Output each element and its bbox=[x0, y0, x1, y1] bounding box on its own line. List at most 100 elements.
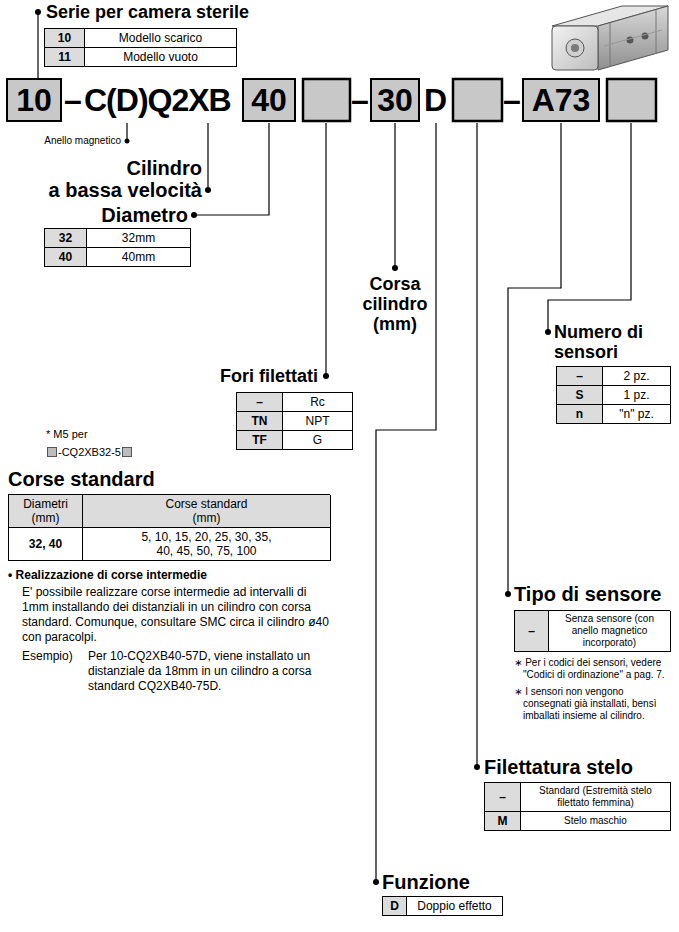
code-cell-text: 32, 40 bbox=[29, 537, 62, 551]
code-value: 30 bbox=[377, 82, 413, 118]
field-heading: Tipo di sensore bbox=[514, 583, 661, 605]
value-cell-text: 32mm bbox=[122, 231, 155, 245]
table-cell: 1 pz. bbox=[603, 386, 671, 405]
table-cell: Modello vuoto bbox=[85, 48, 237, 67]
code-cell-text: 32 bbox=[59, 231, 72, 245]
value-cell-text: "n" pz. bbox=[619, 407, 654, 421]
code-table: 32 32mm 40 40mm bbox=[44, 228, 191, 267]
code-table: 10 Modello scarico 11 Modello vuoto bbox=[44, 28, 237, 67]
footnote: -CQ2XB32-5 bbox=[46, 446, 133, 459]
value-cell-text: Doppio effetto bbox=[417, 899, 492, 913]
field-heading: Numero di sensori bbox=[554, 322, 658, 362]
code-text: D bbox=[424, 78, 447, 122]
table-cell: 32 bbox=[45, 229, 87, 248]
table-cell: – bbox=[485, 783, 521, 812]
table-cell: 10 bbox=[45, 29, 85, 48]
code-cell-text: 40 bbox=[59, 250, 72, 264]
value-cell-text: 1 pz. bbox=[623, 388, 649, 402]
field-heading: Cilindro a bassa velocità bbox=[30, 157, 202, 201]
code-cell-text: TN bbox=[252, 414, 268, 428]
table-cell: Senza sensore (con anello magnetico inco… bbox=[549, 611, 671, 652]
note-text: ∗ I sensori non vengono consegnati già i… bbox=[514, 686, 670, 722]
field-heading: Filettatura stelo bbox=[484, 756, 633, 778]
table-cell: 11 bbox=[45, 48, 85, 67]
table-cell: S bbox=[557, 386, 603, 405]
code-box: 10 bbox=[6, 78, 62, 122]
code-text: C(D)Q2XB bbox=[84, 78, 231, 122]
code-cell-text: – bbox=[576, 369, 583, 383]
table-cell: D bbox=[383, 897, 407, 916]
field-heading: Corsa cilindro (mm) bbox=[355, 274, 435, 334]
table-cell: n bbox=[557, 405, 603, 424]
value-cell-text: Modello scarico bbox=[119, 31, 202, 45]
code-cell-text: Diametri (mm) bbox=[12, 497, 79, 525]
value-cell-text: Stelo maschio bbox=[564, 815, 627, 827]
footnote: * M5 per bbox=[46, 428, 88, 441]
note-text: ∗ Per i codici dei sensori, vedere "Codi… bbox=[514, 657, 670, 681]
example-block: Esempio)Per 10-CQ2XB40-57D, viene instal… bbox=[8, 649, 330, 694]
code-cell-text: – bbox=[499, 790, 506, 804]
table-cell: 2 pz. bbox=[603, 367, 671, 386]
table-cell: 5, 10, 15, 20, 25, 30, 35, 40, 45, 50, 7… bbox=[83, 528, 331, 561]
table-cell: Modello scarico bbox=[85, 29, 237, 48]
table-cell: Doppio effetto bbox=[407, 897, 503, 916]
field-heading: Diametro bbox=[60, 204, 188, 226]
blank-code-boxes bbox=[303, 79, 656, 121]
table-cell: 40mm bbox=[87, 248, 191, 267]
code-table: –RcTNNPTTFG bbox=[236, 392, 353, 450]
value-cell-text: Senza sensore (con anello magnetico inco… bbox=[552, 613, 667, 649]
code-value: 40 bbox=[251, 82, 287, 118]
text-column: Corse standardDiametri (mm) Corse standar… bbox=[8, 468, 330, 694]
table-cell: "n" pz. bbox=[603, 405, 671, 424]
code-cell-text: TF bbox=[252, 433, 267, 447]
table-cell: – bbox=[515, 611, 549, 652]
table-cell: Standard (Estremità stelo filettato femm… bbox=[521, 783, 671, 812]
table-cell: TN bbox=[237, 412, 283, 431]
value-cell-text: 2 pz. bbox=[623, 369, 649, 383]
bullet-heading: • Realizzazione di corse intermedie bbox=[8, 568, 330, 583]
code-box: A73 bbox=[522, 78, 600, 122]
code-cell-text: – bbox=[528, 624, 535, 638]
code-table: – Standard (Estremità stelo filettato fem… bbox=[484, 782, 671, 831]
value-cell-text: Standard (Estremità stelo filettato femm… bbox=[524, 785, 667, 809]
code-cell-text: D bbox=[390, 899, 399, 913]
value-cell-text: 5, 10, 15, 20, 25, 30, 35, 40, 45, 50, 7… bbox=[139, 530, 274, 558]
table-cell: TF bbox=[237, 431, 283, 450]
code-cell-text: S bbox=[575, 388, 583, 402]
code-table: – 2 pz. S 1 pz. n "n" pz. bbox=[556, 366, 671, 424]
table-cell: G bbox=[283, 431, 353, 450]
table-cell: Stelo maschio bbox=[521, 812, 671, 831]
table-cell: 32mm bbox=[87, 229, 191, 248]
table-cell: M bbox=[485, 812, 521, 831]
value-cell-text: Modello vuoto bbox=[123, 50, 198, 64]
value-cell-text: G bbox=[313, 433, 322, 447]
leader-lines bbox=[38, 12, 631, 882]
paragraph: E' possibile realizzare corse intermedie… bbox=[8, 585, 330, 645]
table-cell: Diametri (mm) bbox=[9, 495, 83, 528]
code-separator: – bbox=[503, 78, 521, 122]
code-table: D Doppio effetto bbox=[382, 896, 503, 916]
code-cell-text: 11 bbox=[58, 50, 71, 64]
code-cell-text: 10 bbox=[58, 31, 71, 45]
code-cell-text: – bbox=[256, 395, 263, 409]
code-separator: – bbox=[64, 78, 82, 122]
value-cell-text: Corse standard (mm) bbox=[157, 497, 257, 525]
field-heading: Fori filettati bbox=[190, 366, 318, 386]
code-value: 10 bbox=[16, 82, 52, 118]
value-cell-text: Rc bbox=[310, 395, 325, 409]
leader-label: Anello magnetico bbox=[20, 135, 121, 147]
text-column: – Senza sensore (con anello magnetico inc… bbox=[514, 610, 670, 722]
code-separator: – bbox=[351, 78, 369, 122]
table-cell: Corse standard (mm) bbox=[83, 495, 331, 528]
field-heading: Serie per camera sterile bbox=[46, 2, 249, 22]
code-value: A73 bbox=[532, 82, 591, 118]
example-text: Per 10-CQ2XB40-57D, viene installato un … bbox=[88, 649, 330, 694]
code-table: – Senza sensore (con anello magnetico inc… bbox=[514, 610, 670, 652]
table-cell: – bbox=[557, 367, 603, 386]
code-cell-text: M bbox=[498, 814, 508, 828]
table-cell: 40 bbox=[45, 248, 87, 267]
section-heading: Corse standard bbox=[8, 468, 330, 490]
code-cell-text: n bbox=[576, 407, 583, 421]
field-heading: Funzione bbox=[382, 871, 470, 893]
